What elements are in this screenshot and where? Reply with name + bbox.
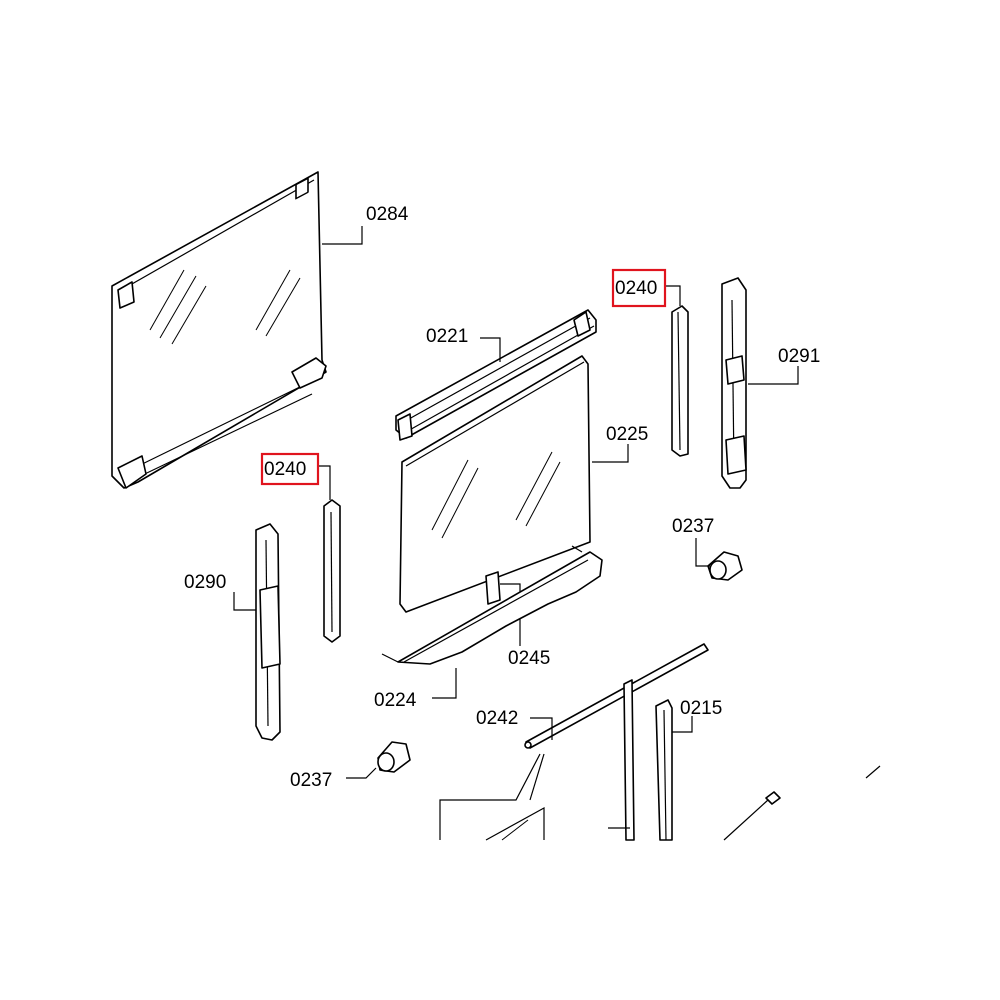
edge-line xyxy=(865,765,881,779)
label-0237-right: 0237 xyxy=(672,516,714,537)
hinge-bush-0237-left[interactable] xyxy=(377,741,411,773)
glass-panel-0284[interactable] xyxy=(111,171,327,489)
label-0221: 0221 xyxy=(426,326,468,347)
hinge-bush-0237-right[interactable] xyxy=(707,551,743,581)
label-0237-left: 0237 xyxy=(290,770,332,791)
label-0291: 0291 xyxy=(778,346,820,367)
side-rail-0290[interactable] xyxy=(255,523,281,741)
upper-trim-0221[interactable] xyxy=(395,309,597,441)
clip-0245[interactable] xyxy=(485,571,501,605)
detail-callout-frame xyxy=(439,753,545,841)
label-0215: 0215 xyxy=(680,698,722,719)
label-0284: 0284 xyxy=(366,204,409,225)
highlight-box-0240-top xyxy=(611,268,667,308)
seal-strip-0215[interactable] xyxy=(655,699,673,841)
seal-strip-0240-right[interactable] xyxy=(671,305,689,457)
label-0240-top: 0240 xyxy=(615,278,657,299)
rod-0242[interactable] xyxy=(524,643,709,749)
label-0290: 0290 xyxy=(184,572,226,593)
side-rail-0291[interactable] xyxy=(721,277,747,489)
frame-rail-center[interactable] xyxy=(623,679,635,841)
label-0240-left: 0240 xyxy=(264,459,306,480)
highlight-box-0240-left xyxy=(260,452,320,486)
label-0224: 0224 xyxy=(374,690,417,711)
label-0225: 0225 xyxy=(606,424,648,445)
inner-glass-0225[interactable] xyxy=(399,355,591,613)
cable-part[interactable] xyxy=(723,791,781,841)
seal-strip-0240-left[interactable] xyxy=(323,499,341,643)
label-0245: 0245 xyxy=(508,648,550,669)
lower-trim-0224[interactable] xyxy=(381,545,603,665)
label-0242: 0242 xyxy=(476,708,518,729)
